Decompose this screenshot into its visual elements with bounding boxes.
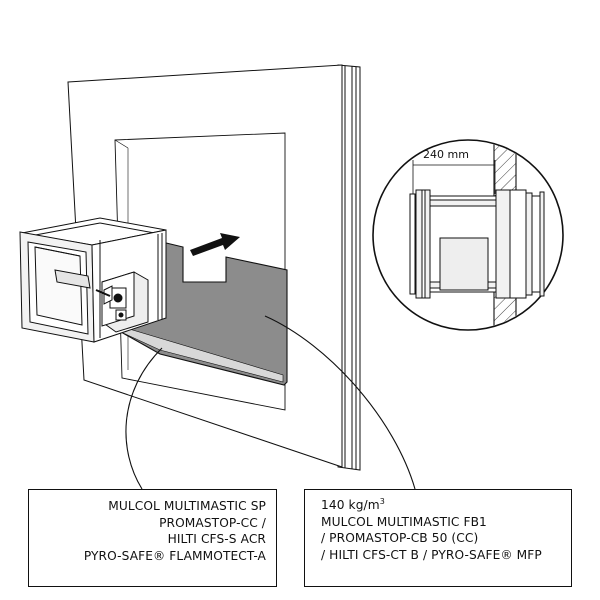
leader-line-right [264, 315, 416, 490]
fire-damper-unit [19, 217, 167, 343]
sealant-line-4: PYRO-SAFE® FLAMMOTECT-A [83, 548, 266, 563]
sealant-products-box: MULCOL MULTIMASTIC SP PROMASTOP-CC / HIL… [28, 489, 277, 587]
leader-lines [125, 315, 416, 490]
board-density-exponent: 3 [379, 496, 385, 506]
detail-circle [372, 139, 564, 331]
board-line-3: / HILTI CFS-CT B / PYRO-SAFE® MFP [321, 547, 542, 562]
leader-line-left [125, 347, 163, 490]
sealant-line-2: PROMASTOP-CC / [159, 515, 266, 530]
insertion-arrow-icon [190, 233, 240, 256]
board-density-value: 140 kg/m [321, 498, 380, 512]
dimension-label: 240 mm [423, 148, 469, 161]
sealant-line-3: HILTI CFS-S ACR [167, 532, 266, 546]
sealant-line-1: MULCOL MULTIMASTIC SP [108, 499, 266, 513]
board-density: 140 kg/m3 [321, 497, 542, 514]
board-products-box: 140 kg/m3 MULCOL MULTIMASTIC FB1 / PROMA… [304, 489, 572, 587]
board-line-2: / PROMASTOP-CB 50 (CC) [321, 531, 479, 545]
board-line-1: MULCOL MULTIMASTIC FB1 [321, 514, 487, 529]
